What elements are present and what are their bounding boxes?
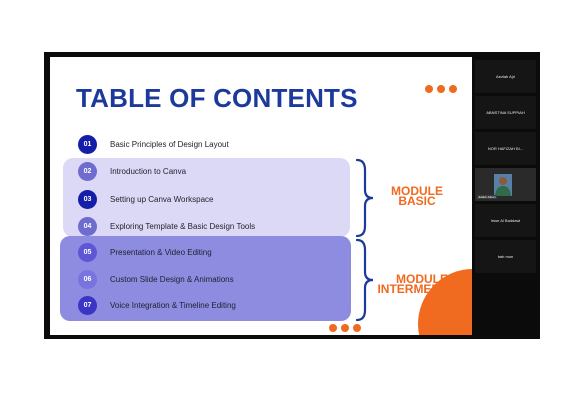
orange-dot [437, 85, 445, 93]
module-basic-line2: BASIC [398, 194, 436, 208]
toc-item: 05 Presentation & Video Editing [78, 242, 212, 262]
toc-number-badge: 06 [78, 269, 97, 289]
participant-name: NOR HAFIZAH BI... [487, 146, 524, 151]
toc-number-badge: 01 [78, 134, 97, 154]
toc-item-label: Voice Integration & Timeline Editing [110, 300, 236, 310]
participant-tile[interactable]: bah mon [475, 240, 536, 273]
orange-dot [353, 324, 361, 332]
orange-dot [329, 324, 337, 332]
curly-brace-intermediate-icon [355, 238, 374, 322]
participant-tile[interactable]: NOR HAFIZAH BI... [475, 132, 536, 165]
toc-item: 07 Voice Integration & Timeline Editing [78, 295, 236, 315]
module-intermediate-line2: INTERMEDIATE [377, 282, 467, 296]
presentation-slide: TABLE OF CONTENTS 01 Basic Principles of… [50, 57, 472, 335]
toc-item-label: Custom Slide Design & Animations [110, 274, 234, 284]
participant-video-icon [494, 174, 512, 196]
participant-name: bah mon [497, 254, 514, 259]
participant-name: Aezlah Ajri [496, 74, 515, 79]
participant-name: Julaidi Johari [477, 195, 497, 199]
orange-dot [449, 85, 457, 93]
toc-number-badge: 05 [78, 242, 97, 262]
toc-item: 06 Custom Slide Design & Animations [78, 269, 234, 289]
module-intermediate-band [60, 236, 351, 321]
toc-item-label: Presentation & Video Editing [110, 247, 212, 257]
slide-title: TABLE OF CONTENTS [76, 83, 358, 113]
toc-item: 04 Exploring Template & Basic Design Too… [78, 216, 255, 236]
toc-item-label: Basic Principles of Design Layout [110, 139, 229, 149]
curly-brace-basic-icon [355, 158, 374, 238]
toc-number-badge: 02 [78, 161, 97, 181]
toc-item: 02 Introduction to Canva [78, 161, 186, 181]
participant-name: Irsse Al Baddawi [490, 218, 521, 223]
toc-item: 03 Setting up Canva Workspace [78, 189, 213, 209]
orange-dot [425, 85, 433, 93]
toc-item-label: Introduction to Canva [110, 166, 187, 176]
module-basic-label: MODULE BASIC [380, 184, 454, 208]
toc-number-badge: 03 [78, 189, 97, 209]
participant-tile[interactable]: Aezlah Ajri [475, 60, 536, 93]
toc-item: 01 Basic Principles of Design Layout [78, 134, 229, 154]
module-intermediate-label: MODULE INTERMEDIATE [368, 272, 472, 296]
module-basic-line1: MODULE [391, 184, 443, 198]
toc-number-badge: 07 [78, 295, 97, 315]
participant-tile[interactable]: ABNSTINA SUPPIAH [475, 96, 536, 129]
participant-name: ABNSTINA SUPPIAH [486, 110, 525, 115]
module-intermediate-line1: MODULE [396, 272, 448, 286]
participant-video-tile[interactable]: Julaidi Johari [475, 168, 536, 201]
participants-sidebar: Aezlah Ajri ABNSTINA SUPPIAH NOR HAFIZAH… [475, 57, 537, 335]
orange-dots-bottom [329, 324, 361, 332]
toc-item-label: Exploring Template & Basic Design Tools [110, 221, 256, 231]
toc-item-label: Setting up Canva Workspace [110, 194, 214, 204]
toc-number-badge: 04 [78, 216, 97, 236]
module-basic-band [63, 158, 350, 237]
participant-tile[interactable]: Irsse Al Baddawi [475, 204, 536, 237]
orange-dot [341, 324, 349, 332]
orange-dots-top [425, 85, 457, 93]
